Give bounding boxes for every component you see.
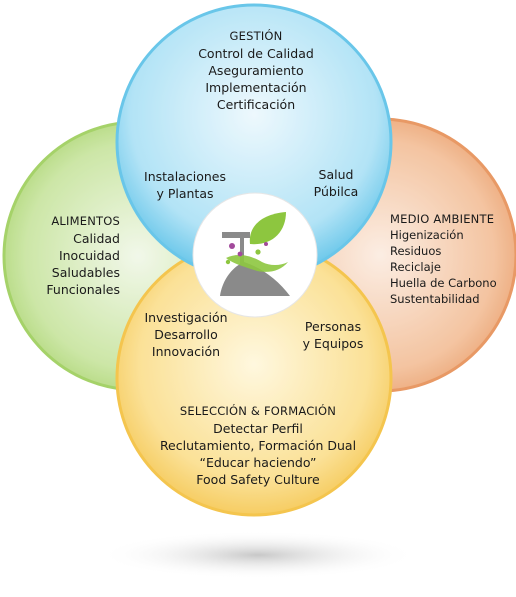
alimentos-item: Inocuidad (58, 248, 120, 263)
overlap-text: Instalaciones (144, 169, 226, 184)
medio-ambiente-item: Reciclaje (390, 260, 441, 274)
medio-ambiente-item: Huella de Carbono (390, 276, 497, 290)
gestion-title: GESTIÓN (229, 29, 283, 43)
seleccion-item: “Educar haciendo” (199, 455, 317, 470)
overlap-text: y Equipos (302, 336, 364, 351)
alimentos-item: Calidad (73, 231, 120, 246)
label-seleccion-formacion: SELECCIÓN & FORMACIÓN Detectar Perfil Re… (146, 403, 370, 488)
medio-ambiente-item: Sustentabilidad (390, 292, 480, 306)
seleccion-title: SELECCIÓN & FORMACIÓN (179, 404, 337, 418)
overlap-top-right: Salud Púbilca (296, 166, 376, 200)
seleccion-item: Food Safety Culture (196, 472, 320, 487)
seleccion-item: Detectar Perfil (213, 421, 303, 436)
gestion-item: Aseguramiento (208, 63, 304, 78)
flask-leaf-icon (220, 212, 290, 296)
medio-ambiente-item: Residuos (390, 244, 442, 258)
alimentos-item: Saludables (51, 265, 120, 280)
overlap-text: Investigación (144, 310, 228, 325)
medio-ambiente-item: Higenización (390, 228, 464, 242)
gestion-item: Control de Calidad (198, 46, 314, 61)
overlap-bottom-right: Personas y Equipos (286, 318, 380, 352)
label-alimentos: ALIMENTOS Calidad Inocuidad Saludables F… (20, 213, 120, 298)
gestion-item: Implementación (205, 80, 307, 95)
logo-badge (192, 192, 318, 318)
overlap-text: Innovación (151, 344, 221, 359)
drop-shadow (98, 531, 418, 579)
overlap-text: Desarrollo (154, 327, 218, 342)
medio-ambiente-title: MEDIO AMBIENTE (390, 212, 495, 226)
alimentos-item: Funcionales (46, 282, 120, 297)
gestion-item: Certificación (216, 97, 296, 112)
label-gestion: GESTIÓN Control de Calidad Aseguramiento… (176, 28, 336, 113)
overlap-text: Púbilca (313, 184, 359, 199)
overlap-top-left: Instalaciones y Plantas (130, 168, 240, 202)
overlap-text: Personas (304, 319, 362, 334)
overlap-text: y Plantas (156, 186, 214, 201)
seleccion-item: Reclutamiento, Formación Dual (159, 438, 357, 453)
overlap-bottom-left: Investigación Desarrollo Innovación (134, 309, 238, 360)
overlap-text: Salud (318, 167, 354, 182)
label-medio-ambiente: MEDIO AMBIENTE Higenización Residuos Rec… (390, 211, 510, 307)
alimentos-title: ALIMENTOS (51, 214, 120, 228)
